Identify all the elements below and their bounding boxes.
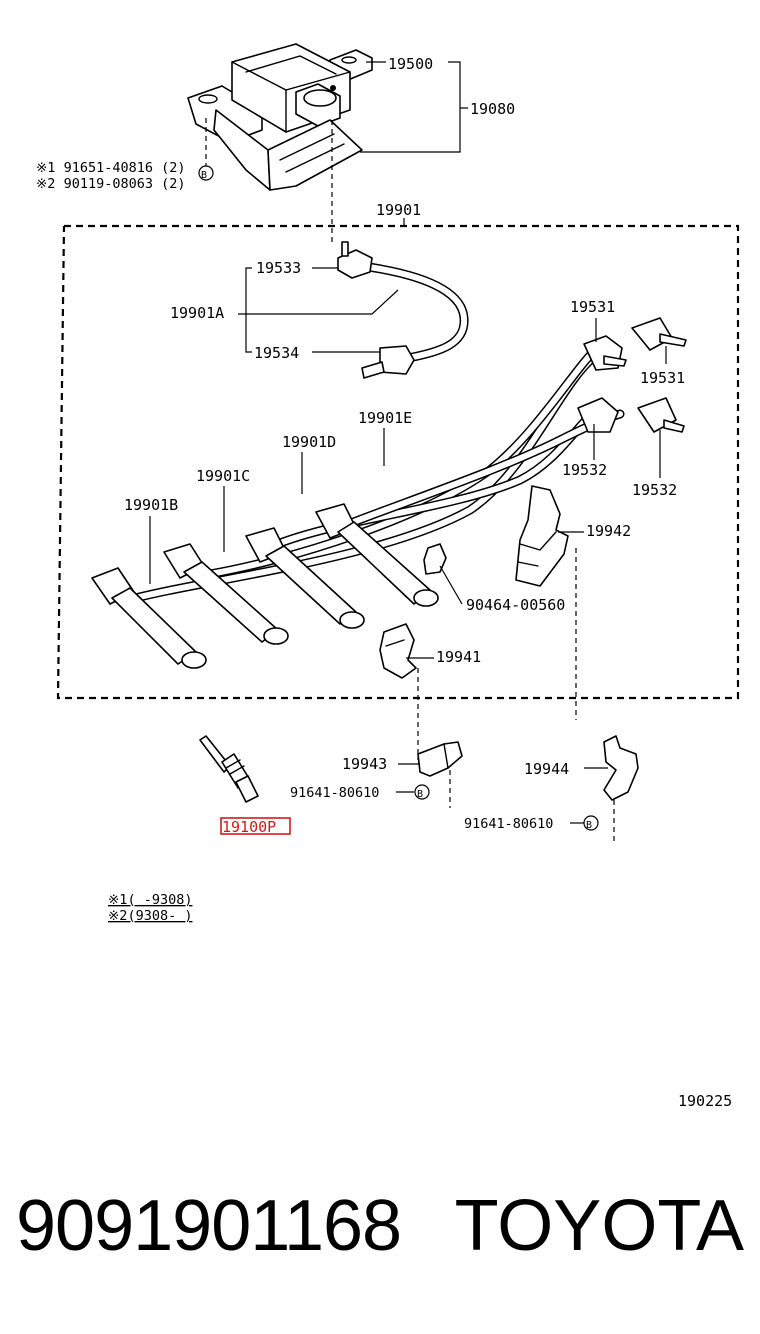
b-marker-text: B <box>201 170 207 181</box>
parts-diagram: 19500 19080 ※1 91651-40816 (2) ※2 90119-… <box>36 43 740 1110</box>
label-19941: 19941 <box>436 648 481 666</box>
label-bolt-4: 91641-80610 <box>464 816 553 832</box>
assembly-box <box>56 224 740 700</box>
b-marker-icon <box>583 815 599 831</box>
label-19500: 19500 <box>388 55 433 73</box>
bracket-19943 <box>417 741 463 777</box>
label-19901: 19901 <box>376 201 421 219</box>
label-19943: 19943 <box>342 755 387 773</box>
label-19531-a: 19531 <box>570 298 615 316</box>
label-19901C: 19901C <box>196 467 250 485</box>
label-19901B: 19901B <box>124 496 178 514</box>
label-90464: 90464-00560 <box>466 596 565 614</box>
label-19901D: 19901D <box>282 433 336 451</box>
note-2: ※2(9308- ) <box>108 908 192 924</box>
clamp-19941 <box>379 623 417 679</box>
bracket-19944 <box>603 735 639 801</box>
brand-name: TOYOTA <box>454 1186 744 1266</box>
highlight-box <box>220 817 291 835</box>
label-19901E: 19901E <box>358 409 412 427</box>
ignition-coil <box>187 43 373 191</box>
b-marker-icon <box>414 784 430 800</box>
label-19531-b: 19531 <box>640 369 685 387</box>
b-marker-text: B <box>586 820 592 831</box>
label-19944: 19944 <box>524 760 569 778</box>
wire-harness <box>91 317 687 669</box>
label-bolt-2: ※2 90119-08063 (2) <box>36 176 185 192</box>
clamp-19942 <box>515 485 569 587</box>
label-19534: 19534 <box>254 344 299 362</box>
label-19532-a: 19532 <box>562 461 607 479</box>
label-bolt-3: 91641-80610 <box>290 785 379 801</box>
label-19901A: 19901A <box>170 304 224 322</box>
label-19942: 19942 <box>586 522 631 540</box>
label-bolt-1: ※1 91651-40816 (2) <box>36 160 185 176</box>
wire-19901A <box>337 241 469 379</box>
label-19100P[interactable]: 19100P <box>222 818 276 836</box>
diagram-id: 190225 <box>678 1092 732 1110</box>
b-marker-text: B <box>417 789 423 800</box>
note-1: ※1( -9308) <box>108 892 192 908</box>
label-19532-b: 19532 <box>632 481 677 499</box>
label-19080: 19080 <box>470 100 515 118</box>
part-number: 9091901168 <box>16 1186 402 1266</box>
spark-plug <box>199 735 259 803</box>
label-19533: 19533 <box>256 259 301 277</box>
